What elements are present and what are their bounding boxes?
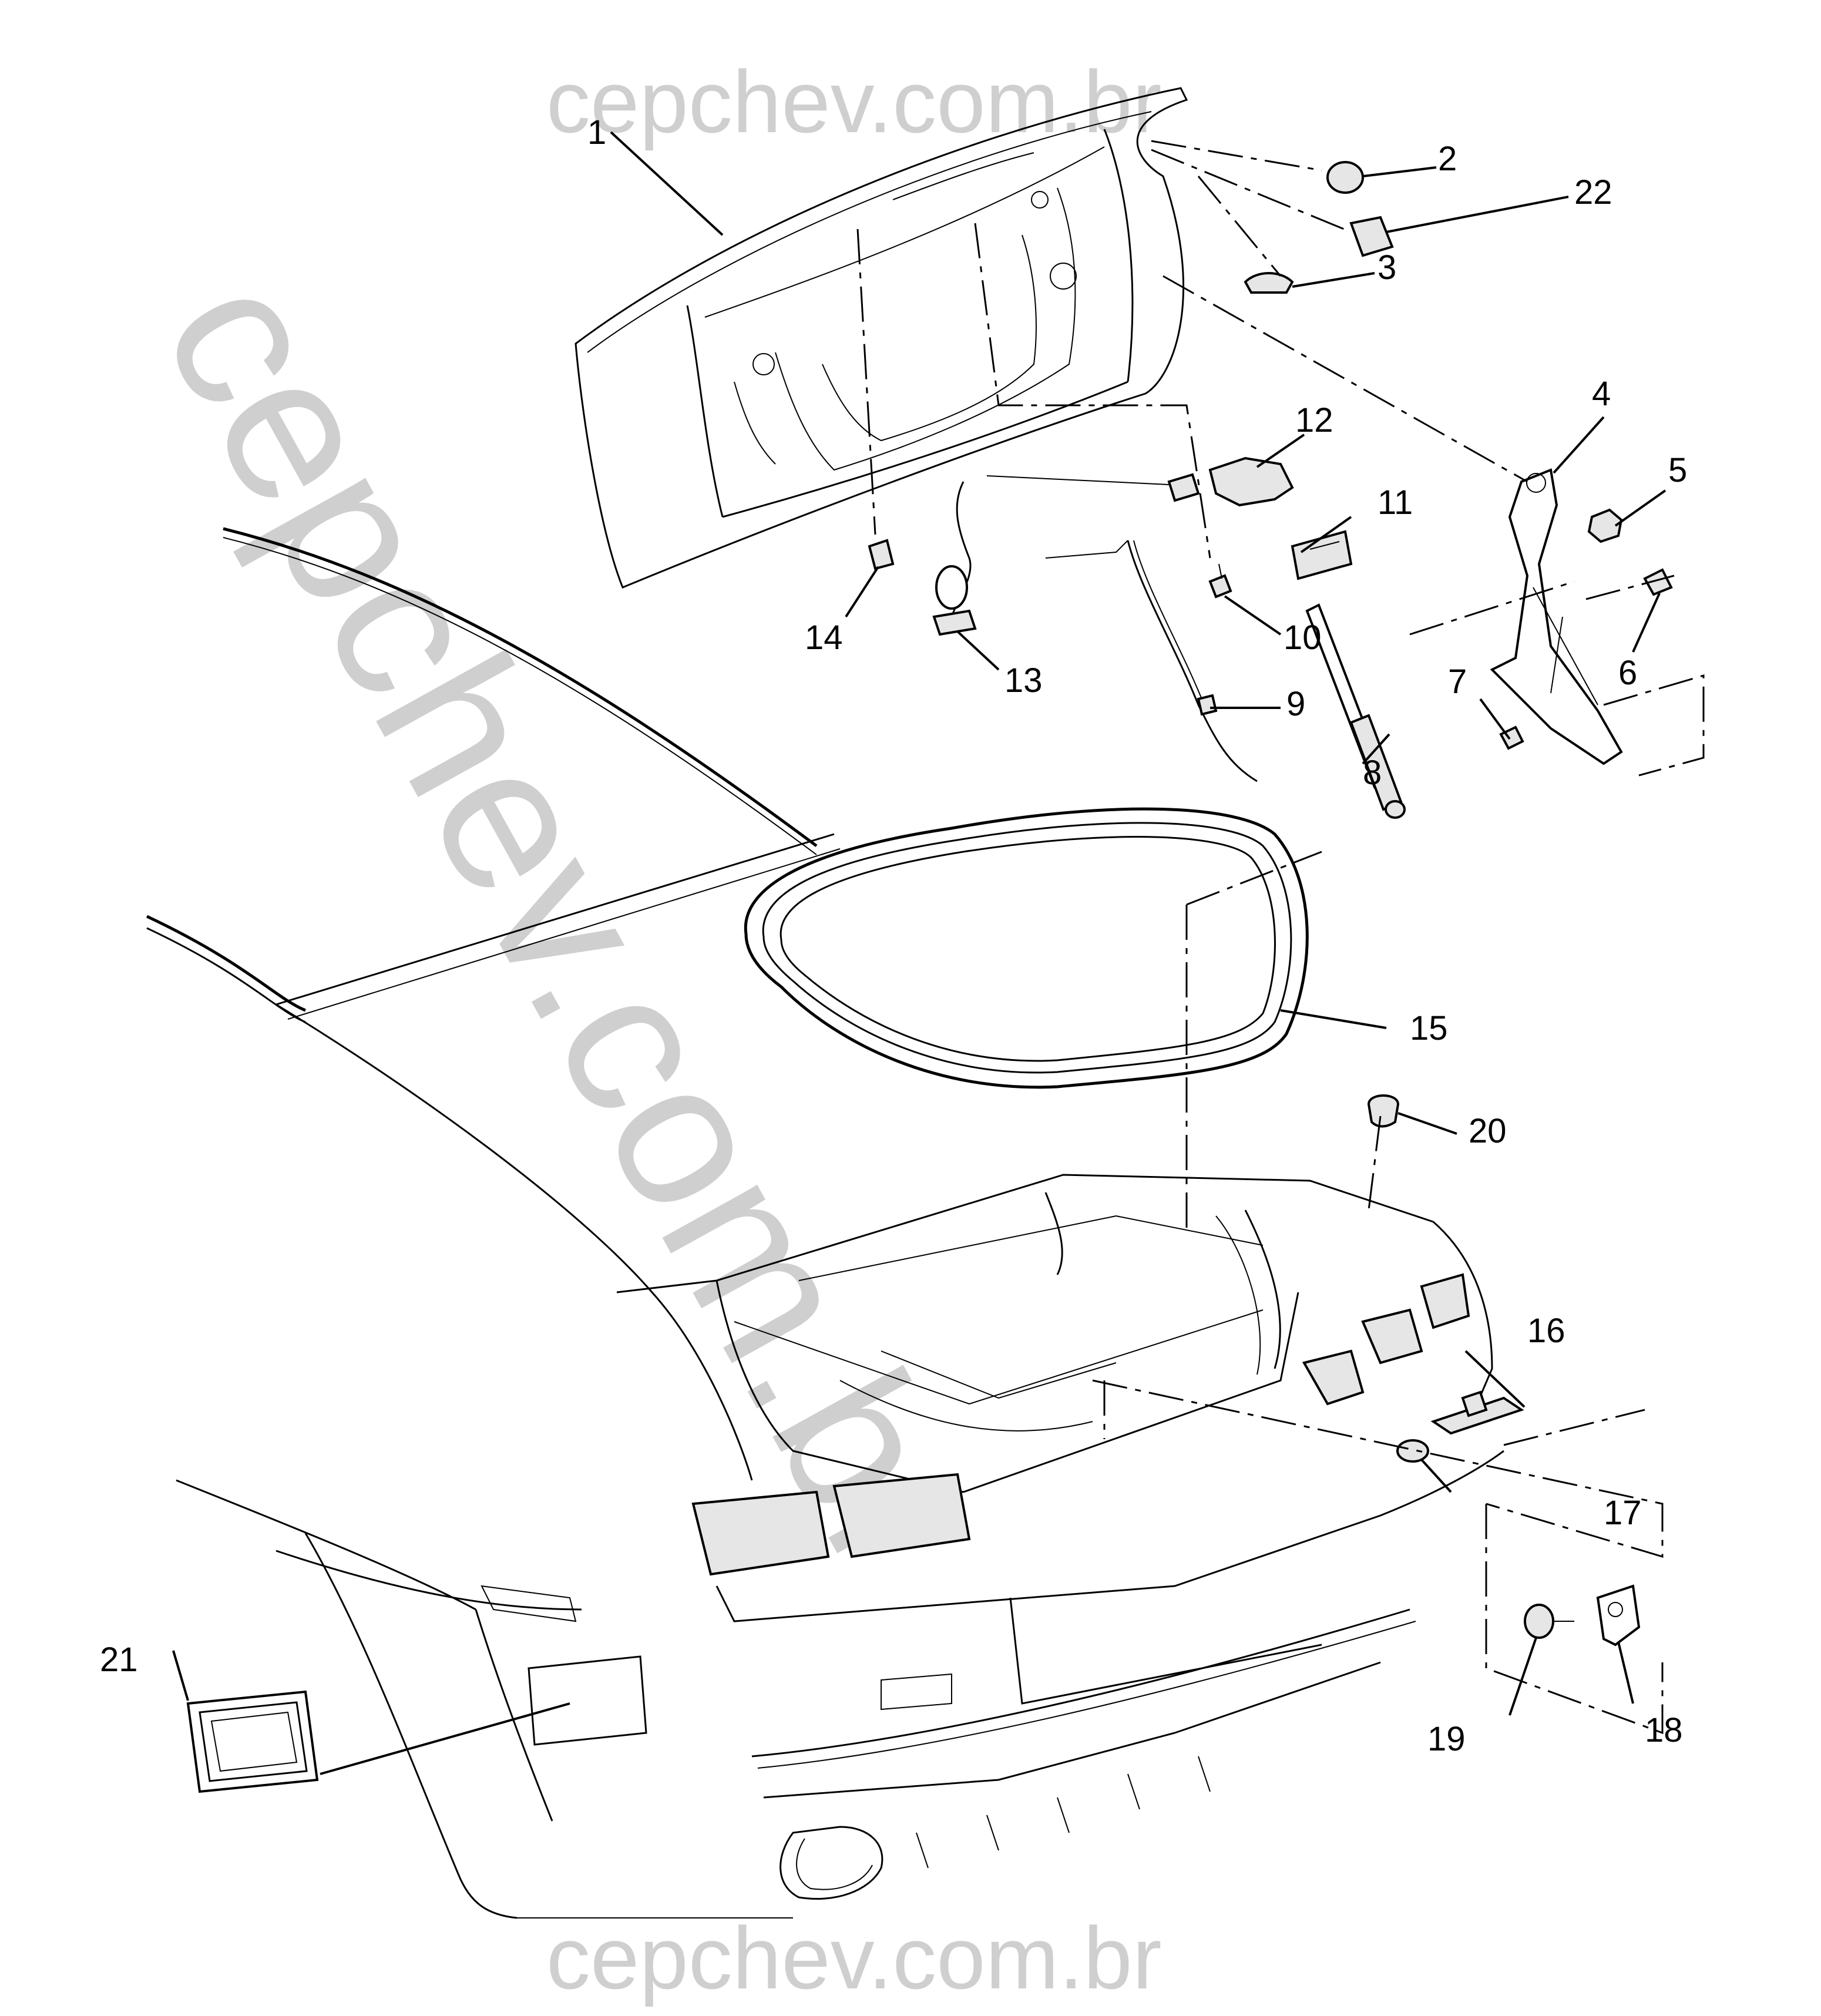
callout-17: 17 bbox=[1604, 1494, 1642, 1532]
plug-part-20 bbox=[1367, 1094, 1400, 1128]
watermark-top: cepchev.com.br bbox=[546, 52, 1162, 151]
bumper-stop-part-14 bbox=[868, 539, 895, 570]
callout-7: 7 bbox=[1448, 663, 1467, 701]
bolt-part-19 bbox=[1524, 1604, 1554, 1639]
weatherstrip-part-15 bbox=[744, 807, 1309, 1089]
hinge-part-4 bbox=[1490, 468, 1623, 765]
callout-13: 13 bbox=[1004, 661, 1043, 700]
callout-9: 9 bbox=[1286, 685, 1305, 723]
callout-10: 10 bbox=[1284, 619, 1322, 657]
cover-part-22 bbox=[1349, 216, 1394, 257]
cable-part-9 bbox=[1127, 540, 1258, 782]
callouts: 1 2 22 3 4 5 6 7 8 9 10 11 12 13 14 15 1… bbox=[100, 113, 1687, 1758]
callout-12: 12 bbox=[1295, 401, 1333, 439]
callout-8: 8 bbox=[1363, 754, 1382, 792]
callout-21: 21 bbox=[100, 1641, 138, 1679]
bumper-part-3 bbox=[1244, 272, 1294, 294]
striker-part-11 bbox=[1291, 530, 1353, 580]
callout-1: 1 bbox=[587, 113, 606, 152]
bolt-part-10 bbox=[1208, 574, 1232, 599]
callout-2: 2 bbox=[1438, 140, 1457, 178]
callout-6: 6 bbox=[1618, 654, 1637, 692]
alignment-lines bbox=[856, 140, 1705, 1735]
callout-15: 15 bbox=[1410, 1009, 1448, 1047]
watermark-bottom: cepchev.com.br bbox=[546, 1909, 1162, 2007]
callout-5: 5 bbox=[1668, 451, 1687, 489]
callout-19: 19 bbox=[1427, 1720, 1466, 1758]
pocket-part-21 bbox=[186, 1690, 319, 1793]
callout-16: 16 bbox=[1527, 1312, 1565, 1350]
callout-20: 20 bbox=[1469, 1112, 1507, 1150]
callout-22: 22 bbox=[1574, 173, 1612, 211]
callout-18: 18 bbox=[1645, 1711, 1683, 1749]
small-parts bbox=[186, 161, 1673, 1793]
callout-11: 11 bbox=[1377, 483, 1413, 522]
latch-part-12 bbox=[1208, 456, 1294, 507]
plug-part-17 bbox=[1396, 1439, 1429, 1463]
callout-3: 3 bbox=[1377, 248, 1396, 287]
vehicle-body bbox=[146, 527, 1504, 1919]
nut-part-5 bbox=[1587, 508, 1623, 543]
plug-part-2 bbox=[1326, 161, 1364, 194]
leader-lines bbox=[172, 131, 1667, 1775]
trunk-lid-part-1 bbox=[574, 87, 1188, 589]
callout-4: 4 bbox=[1592, 375, 1611, 413]
bolt-part-6 bbox=[1643, 568, 1673, 596]
callout-14: 14 bbox=[805, 619, 843, 657]
